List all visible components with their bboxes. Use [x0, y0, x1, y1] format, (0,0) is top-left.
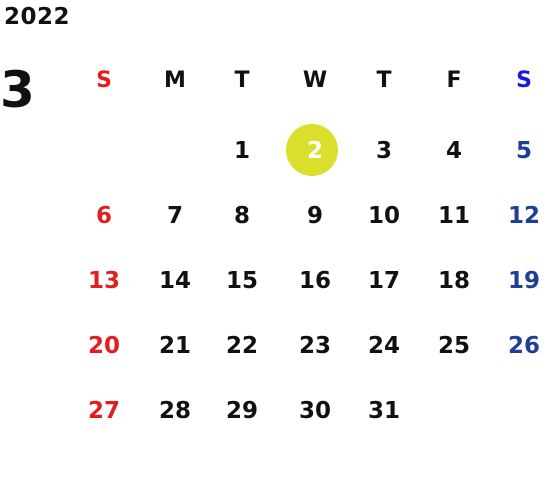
weekday-sunday: S	[96, 68, 112, 93]
day-cell[interactable]: 22	[225, 333, 258, 359]
day-cell-today[interactable]: 2	[306, 138, 323, 164]
today-highlight	[286, 124, 338, 176]
day-cell[interactable]: 9	[306, 203, 323, 229]
day-cell[interactable]: 11	[437, 203, 470, 229]
weekday-wednesday: W	[302, 68, 328, 93]
day-cell[interactable]: 7	[166, 203, 183, 229]
month-label: 3	[0, 61, 35, 119]
weekday-tuesday: T	[234, 68, 250, 93]
weekday-friday: F	[446, 68, 462, 93]
day-cell[interactable]: 30	[298, 398, 331, 424]
day-cell[interactable]: 25	[437, 333, 470, 359]
day-cell[interactable]: 13	[87, 268, 120, 294]
year-label: 2022	[4, 4, 71, 30]
day-cell[interactable]: 4	[445, 138, 462, 164]
day-cell[interactable]: 10	[367, 203, 400, 229]
day-cell[interactable]: 1	[233, 138, 250, 164]
day-cell[interactable]: 24	[367, 333, 400, 359]
day-cell[interactable]: 31	[367, 398, 400, 424]
day-cell[interactable]: 26	[507, 333, 540, 359]
day-cell[interactable]: 28	[158, 398, 191, 424]
day-cell[interactable]: 16	[298, 268, 331, 294]
day-cell[interactable]: 6	[95, 203, 112, 229]
day-cell[interactable]: 17	[367, 268, 400, 294]
weekday-saturday: S	[516, 68, 532, 93]
day-cell[interactable]: 14	[158, 268, 191, 294]
day-cell[interactable]: 3	[375, 138, 392, 164]
day-cell[interactable]: 23	[298, 333, 331, 359]
weekday-monday: M	[164, 68, 186, 93]
day-cell[interactable]: 19	[507, 268, 540, 294]
day-cell[interactable]: 27	[87, 398, 120, 424]
day-cell[interactable]: 29	[225, 398, 258, 424]
day-cell[interactable]: 5	[515, 138, 532, 164]
day-cell[interactable]: 21	[158, 333, 191, 359]
day-cell[interactable]: 18	[437, 268, 470, 294]
day-cell[interactable]: 20	[87, 333, 120, 359]
day-cell[interactable]: 8	[233, 203, 250, 229]
day-cell[interactable]: 12	[507, 203, 540, 229]
weekday-thursday: T	[376, 68, 392, 93]
day-cell[interactable]: 15	[225, 268, 258, 294]
